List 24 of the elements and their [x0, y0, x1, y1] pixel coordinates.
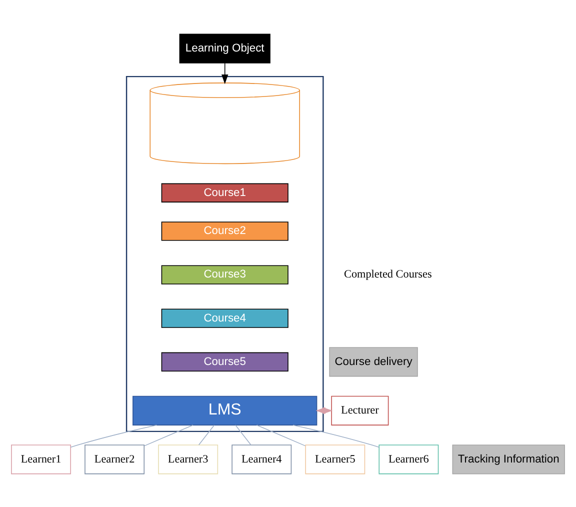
node-box: Learner2: [84, 444, 145, 474]
node-box: Learner4: [232, 444, 292, 474]
node-box: Course1: [161, 182, 288, 202]
node-box: Course3: [161, 264, 288, 284]
connector: [292, 424, 380, 448]
node-box: LMS: [132, 395, 318, 425]
connector: [235, 424, 252, 445]
connector: [198, 424, 215, 445]
label: Completed Courses: [344, 268, 432, 280]
connector: [70, 424, 158, 448]
node-box: Course5: [161, 352, 288, 371]
node-box: Tracking Information: [452, 444, 565, 474]
connector: [144, 424, 194, 446]
node-box: Learner6: [378, 444, 439, 474]
node-box: Learning Object: [179, 33, 270, 63]
node-box: Course4: [161, 308, 288, 328]
node-box: Learner1: [11, 444, 71, 474]
arrow: [222, 62, 228, 84]
node-box: Course2: [161, 221, 288, 240]
node-box: Learner3: [158, 444, 218, 474]
node-box: Learner5: [305, 444, 366, 474]
node-box: Lecturer: [331, 395, 389, 425]
connector: [256, 424, 306, 446]
node-box: Course delivery: [329, 346, 418, 376]
